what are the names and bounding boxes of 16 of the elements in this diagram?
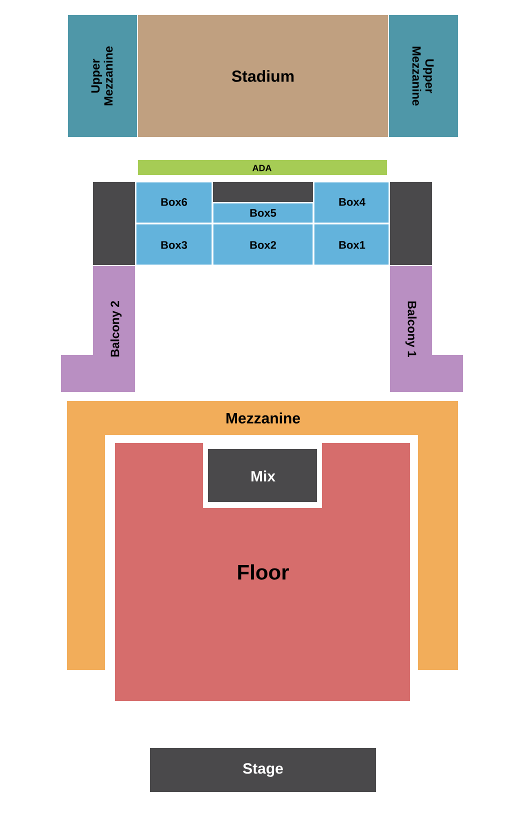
unlabeled-block xyxy=(390,182,432,265)
seating-section: Box6 xyxy=(136,182,212,224)
seating-section: Stadium xyxy=(138,15,388,137)
seating-section: Upper Mezzanine xyxy=(68,15,137,137)
seating-section: Box3 xyxy=(136,224,212,266)
unlabeled-block xyxy=(93,182,135,265)
seating-section: Balcony 1 xyxy=(390,266,463,392)
seating-section: ADA xyxy=(138,160,387,175)
seating-section: Upper Mezzanine xyxy=(389,15,458,137)
mix-booth: Mix xyxy=(208,449,317,502)
stage: Stage xyxy=(150,748,376,792)
seating-section: Box1 xyxy=(314,224,390,266)
seating-section: Balcony 2 xyxy=(61,266,135,392)
seating-section: Box5 xyxy=(212,202,314,224)
unlabeled-block xyxy=(213,182,313,202)
seating-section: Box4 xyxy=(314,182,390,224)
